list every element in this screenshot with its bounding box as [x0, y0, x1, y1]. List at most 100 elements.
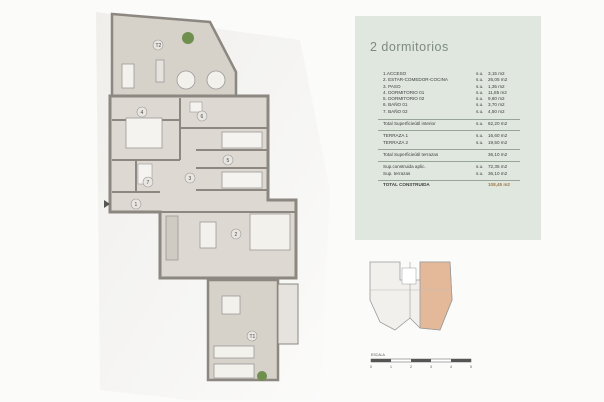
tag-7: 7 [147, 180, 150, 186]
room-unit: s.u. [476, 108, 484, 114]
terrace-1-planter [277, 283, 299, 345]
table-row: TOTAL CONSTRUIDA 108,45 m2 [378, 181, 520, 189]
plant-2 [257, 371, 267, 381]
room-value: 26,05 m2 [488, 77, 508, 83]
room-unit: s.u. [476, 102, 484, 108]
built-label: Sup. terrazas [383, 170, 411, 176]
room-value: 4,50 m2 [488, 108, 505, 114]
terrace-table [221, 295, 241, 315]
total-terraces-label: Total Superficieútil terrazas [383, 151, 439, 157]
divider [378, 130, 520, 132]
table-row: TERRAZA 2 s.u. 19,50 m2 [378, 139, 520, 147]
tag-6: 6 [201, 114, 204, 120]
terrace-2 [110, 12, 238, 100]
room-unit: s.u. [476, 77, 484, 83]
table-row: 3. PASO s.u. 1,35 m2 [378, 83, 520, 91]
scale-title: ESCALA [371, 353, 385, 357]
terrace-unit: s.u. [476, 139, 484, 145]
entry-arrow-icon [104, 200, 110, 208]
terrace-unit: s.u. [476, 133, 484, 139]
room-value: 11,85 m2 [488, 89, 507, 95]
tag-2: 2 [235, 232, 238, 238]
info-panel-background [355, 16, 541, 240]
terrace-sofa-2 [213, 363, 255, 379]
bed-1 [125, 117, 163, 149]
terrace-sofa [213, 345, 255, 359]
plant-1 [182, 32, 194, 44]
room-label: 1.ACCESO [383, 71, 407, 76]
chair-1 [176, 70, 196, 90]
built-value: 72,35 m2 [488, 164, 508, 170]
total-interior-unit: s.u. [476, 121, 484, 127]
chair-2 [206, 70, 226, 90]
table-row: 6. BAÑO 01 s.u. 3,70 m2 [378, 103, 520, 109]
terrace-value: 16,60 m2 [488, 133, 508, 139]
built-label: Sup.construida aplic. [383, 164, 426, 170]
interior-walls [112, 98, 296, 213]
divider [378, 179, 520, 181]
room-tags: T2 4 6 5 7 3 1 2 T1 [130, 39, 258, 342]
table-row: Total Superficieútil terrazas 36,10 m2 [378, 151, 520, 159]
bed-2a [221, 131, 263, 149]
table-row: Sup. terrazas s.u. 36,10 m2 [378, 170, 520, 178]
tag-t1: T1 [250, 334, 256, 340]
tag-5: 5 [227, 158, 230, 164]
scale-tick-4: 4 [450, 365, 452, 369]
scale-bar: ESCALA 0 1 2 3 4 5 [370, 353, 472, 369]
sofa [249, 213, 291, 251]
divider [378, 148, 520, 150]
table-row: 7. BAÑO 02 s.u. 4,50 m2 [378, 108, 520, 116]
built-unit: s.u. [476, 164, 484, 170]
room-label: 2. ESTAR-COMEDOR-COCINA [383, 77, 448, 83]
key-plan [369, 261, 453, 331]
total-interior-value: 62,20 m2 [488, 121, 508, 127]
bed-2b [221, 171, 263, 189]
room-label: 3. PASO [383, 83, 401, 89]
scale-tick-3: 3 [430, 365, 432, 369]
built-value: 36,10 m2 [488, 170, 508, 176]
table-row: Total Superficieútil interior s.u. 62,20… [378, 121, 520, 128]
tag-1: 1 [135, 202, 138, 208]
table-row: 2. ESTAR-COMEDOR-COCINA s.u. 26,05 m2 [378, 78, 520, 84]
table-row: 4. DORMITORIO 01 s.u. 11,85 m2 [378, 89, 520, 97]
tag-4: 4 [141, 110, 144, 116]
total-built-label: TOTAL CONSTRUIDA [383, 181, 430, 187]
built-unit: s.u. [476, 170, 484, 176]
terrace-bench [155, 59, 165, 83]
key-plan-highlight [419, 261, 453, 331]
room-label: 7. BAÑO 02 [383, 108, 408, 114]
lounger [121, 63, 135, 89]
room-value: 3,15 m2 [488, 71, 505, 76]
total-interior-label: Total Superficieútil interior [383, 121, 436, 127]
kitchen-counter [165, 215, 179, 261]
tag-3: 3 [189, 176, 192, 182]
table-row: TERRAZA 1 s.u. 16,60 m2 [378, 134, 520, 140]
scale-tick-1: 1 [390, 365, 392, 369]
page-title: 2 dormitorios [370, 40, 449, 54]
room-value: 9,60 m2 [488, 96, 505, 102]
terrace-label: TERRAZA 1 [383, 133, 409, 139]
table-row: 5. DORMITORIO 02 s.u. 9,60 m2 [378, 97, 520, 103]
room-label: 5. DORMITORIO 02 [383, 96, 425, 102]
scale-tick-2: 2 [410, 365, 412, 369]
terrace-value: 19,50 m2 [488, 139, 508, 145]
tag-t2: T2 [156, 43, 162, 49]
bath-fixture [189, 101, 203, 113]
table-row: Sup.construida aplic. s.u. 72,35 m2 [378, 165, 520, 171]
surface-table: 1.ACCESO s.u. 3,15 m2 2. ESTAR-COMEDOR-C… [378, 71, 520, 189]
table-row: 1.ACCESO s.u. 3,15 m2 [378, 71, 520, 78]
room-unit: s.u. [476, 89, 484, 95]
terrace-label: TERRAZA 2 [383, 139, 409, 145]
room-unit: s.u. [476, 71, 484, 76]
room-unit: s.u. [476, 83, 484, 89]
total-terraces-value: 36,10 m2 [488, 151, 508, 157]
room-label: 6. BAÑO 01 [383, 102, 408, 108]
divider [378, 119, 520, 121]
room-value: 3,70 m2 [488, 102, 505, 108]
divider [378, 161, 520, 163]
dining-table [199, 221, 217, 249]
total-built-value: 108,45 m2 [488, 181, 510, 187]
room-label: 4. DORMITORIO 01 [383, 89, 425, 95]
room-value: 1,35 m2 [488, 83, 505, 89]
